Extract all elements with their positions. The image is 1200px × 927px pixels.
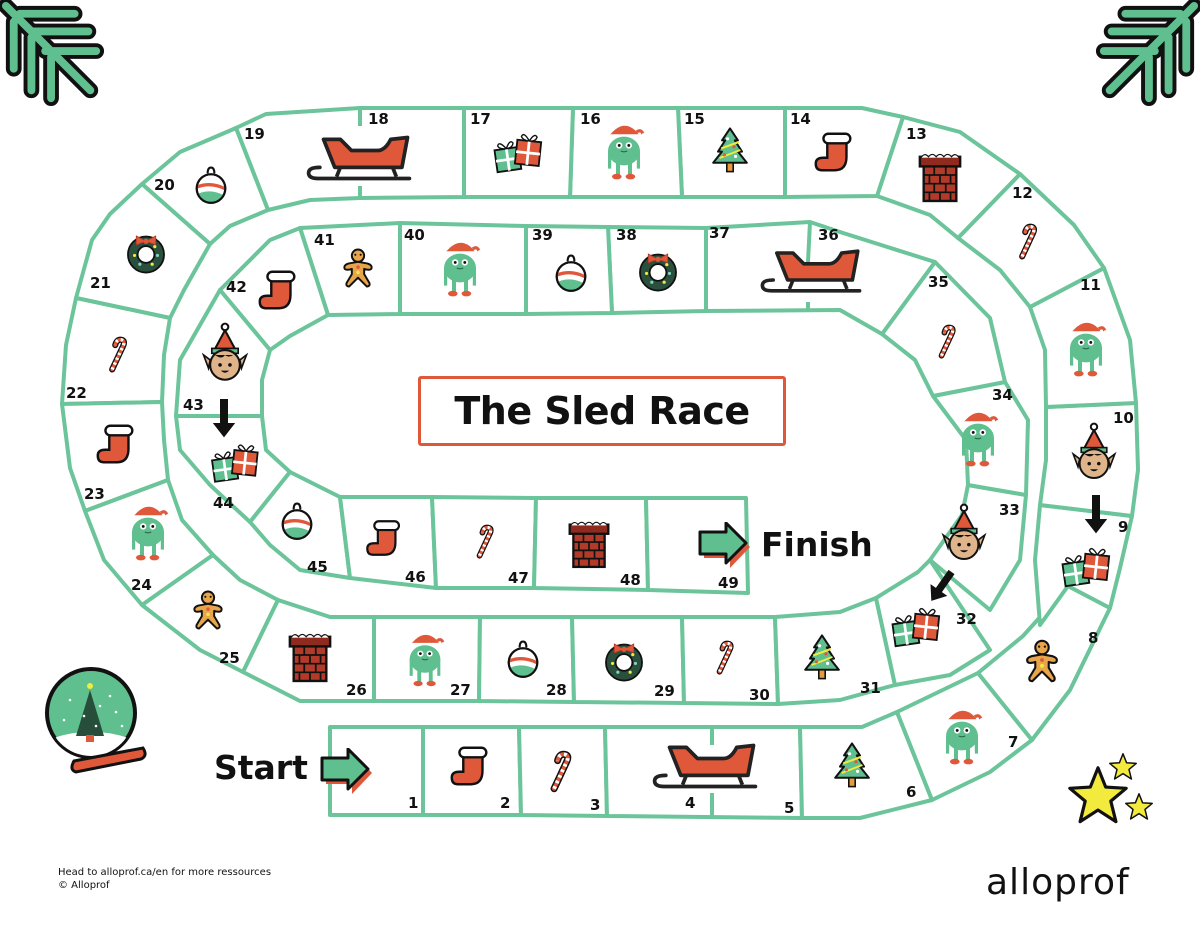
square-number: 10 xyxy=(1113,409,1134,427)
square-number: 39 xyxy=(532,226,553,244)
square-number: 1 xyxy=(408,794,418,812)
square-number: 26 xyxy=(346,681,367,699)
pine-branch-top-right-icon xyxy=(1104,6,1194,98)
square-number: 25 xyxy=(219,649,240,667)
square-number: 32 xyxy=(956,610,977,628)
footer-link-text: Head to alloprof.ca/en for more ressourc… xyxy=(58,867,272,878)
stars-icon xyxy=(1068,753,1153,824)
footer: Head to alloprof.ca/en for more ressourc… xyxy=(58,866,271,892)
square-number: 49 xyxy=(718,574,739,592)
square-number: 2 xyxy=(500,794,510,812)
square-number: 43 xyxy=(183,396,204,414)
square-number: 24 xyxy=(131,576,152,594)
square-number: 37 xyxy=(709,224,730,242)
square-number: 30 xyxy=(749,686,770,704)
square-number: 34 xyxy=(992,386,1013,404)
square-number: 13 xyxy=(906,125,927,143)
square-number: 23 xyxy=(84,485,105,503)
square-number: 41 xyxy=(314,231,335,249)
square-number: 46 xyxy=(405,568,426,586)
square-number: 12 xyxy=(1012,184,1033,202)
square-number: 45 xyxy=(307,558,328,576)
square-number: 29 xyxy=(654,682,675,700)
square-number: 16 xyxy=(580,110,601,128)
square-number: 38 xyxy=(616,226,637,244)
square-number: 33 xyxy=(999,501,1020,519)
square-number: 8 xyxy=(1088,629,1098,647)
square-number: 4 xyxy=(685,794,695,812)
copyright-text: © Alloprof xyxy=(58,880,110,891)
snow-globe-icon xyxy=(45,667,147,774)
square-number: 9 xyxy=(1118,518,1128,536)
square-number: 27 xyxy=(450,681,471,699)
square-number: 28 xyxy=(546,681,567,699)
square-number: 48 xyxy=(620,571,641,589)
square-numbers: 1 2 3 4 5 6 7 8 9 10 11 12 13 14 15 16 1… xyxy=(66,110,1134,817)
square-number: 22 xyxy=(66,384,87,402)
square-number: 14 xyxy=(790,110,811,128)
brand-logo: alloprof xyxy=(986,862,1130,903)
chimney-icon xyxy=(918,153,962,203)
square-number: 7 xyxy=(1008,733,1018,751)
chimney-icon xyxy=(568,521,610,569)
chimney-icon xyxy=(288,633,332,683)
square-number: 17 xyxy=(470,110,491,128)
square-number: 35 xyxy=(928,273,949,291)
finish-label: Finish xyxy=(761,525,873,564)
square-number: 6 xyxy=(906,783,916,801)
square-number: 3 xyxy=(590,796,600,814)
square-number: 21 xyxy=(90,274,111,292)
square-number: 15 xyxy=(684,110,705,128)
square-number: 44 xyxy=(213,494,234,512)
square-number: 47 xyxy=(508,569,529,587)
title-box: The Sled Race xyxy=(418,376,786,446)
square-number: 5 xyxy=(784,799,794,817)
page-title: The Sled Race xyxy=(454,389,750,433)
start-label: Start xyxy=(214,748,308,787)
square-number: 40 xyxy=(404,226,425,244)
square-number: 11 xyxy=(1080,276,1101,294)
pine-branch-top-left-icon xyxy=(6,6,96,98)
square-number: 20 xyxy=(154,176,175,194)
square-number: 18 xyxy=(368,110,389,128)
square-number: 36 xyxy=(818,226,839,244)
square-number: 31 xyxy=(860,679,881,697)
square-number: 19 xyxy=(244,125,265,143)
square-49[interactable] xyxy=(644,496,750,595)
square-number: 42 xyxy=(226,278,247,296)
